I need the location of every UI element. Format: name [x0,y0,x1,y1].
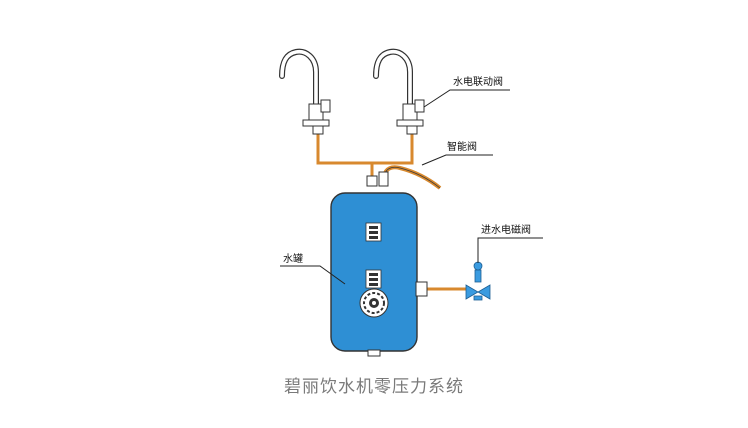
smart-valve-body [378,171,389,187]
inlet-solenoid-valve-label: 进水电磁阀 [481,223,531,236]
tank-drain [367,349,381,357]
right-faucet-icon [373,48,425,135]
solenoid-valve-leader [477,237,543,263]
tee-connector [366,175,378,187]
tank-inlet-fitting [415,281,428,297]
smart-valve-hose [382,165,442,190]
left-faucet-pipe [316,133,372,165]
water-tank [330,192,428,357]
smart-valve-label: 智能阀 [447,140,477,153]
linked-valve-label: 水电联动阀 [453,75,503,88]
smart-valve-hose-outline [383,166,441,189]
left-faucet-icon [279,48,331,135]
tank-mid-panel [365,269,382,289]
tank-top-panel [365,222,382,242]
leader-lines [280,89,543,285]
diagram-caption: 碧丽饮水机零压力系统 [284,377,464,397]
right-faucet-pipe [372,133,414,165]
water-tank-label: 水罐 [283,252,303,265]
inlet-solenoid-valve-icon [465,261,491,301]
heater-gear-icon [359,288,389,318]
linked-valve-leader [423,89,510,108]
pipe-network [316,133,468,291]
smart-valve-leader [421,154,493,166]
water-tank-leader [280,265,346,285]
